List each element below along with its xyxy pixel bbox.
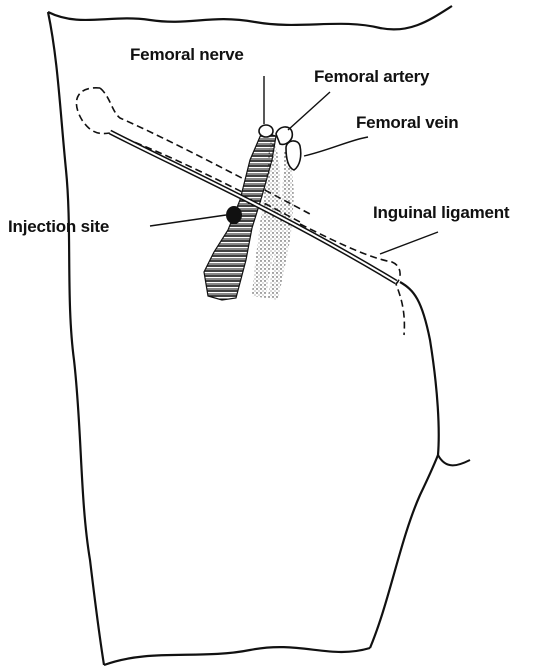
nerve-top xyxy=(259,125,273,137)
thigh-top-edge xyxy=(48,6,452,29)
leader-inguinal-ligament xyxy=(380,232,438,254)
label-femoral-vein: Femoral vein xyxy=(356,114,458,131)
thigh-left-edge xyxy=(48,12,104,665)
label-injection-site: Injection site xyxy=(8,218,109,235)
thigh-bottom-edge xyxy=(104,647,370,665)
thigh-right-edge xyxy=(370,282,439,648)
label-femoral-artery: Femoral artery xyxy=(314,68,429,85)
leader-femoral-artery xyxy=(288,92,330,130)
injection-site-marker xyxy=(226,206,242,224)
label-femoral-nerve: Femoral nerve xyxy=(130,46,244,63)
hip-contour xyxy=(438,455,470,465)
leader-femoral-vein xyxy=(304,137,368,156)
leader-injection-site xyxy=(150,215,226,226)
label-inguinal-ligament: Inguinal ligament xyxy=(373,204,509,221)
